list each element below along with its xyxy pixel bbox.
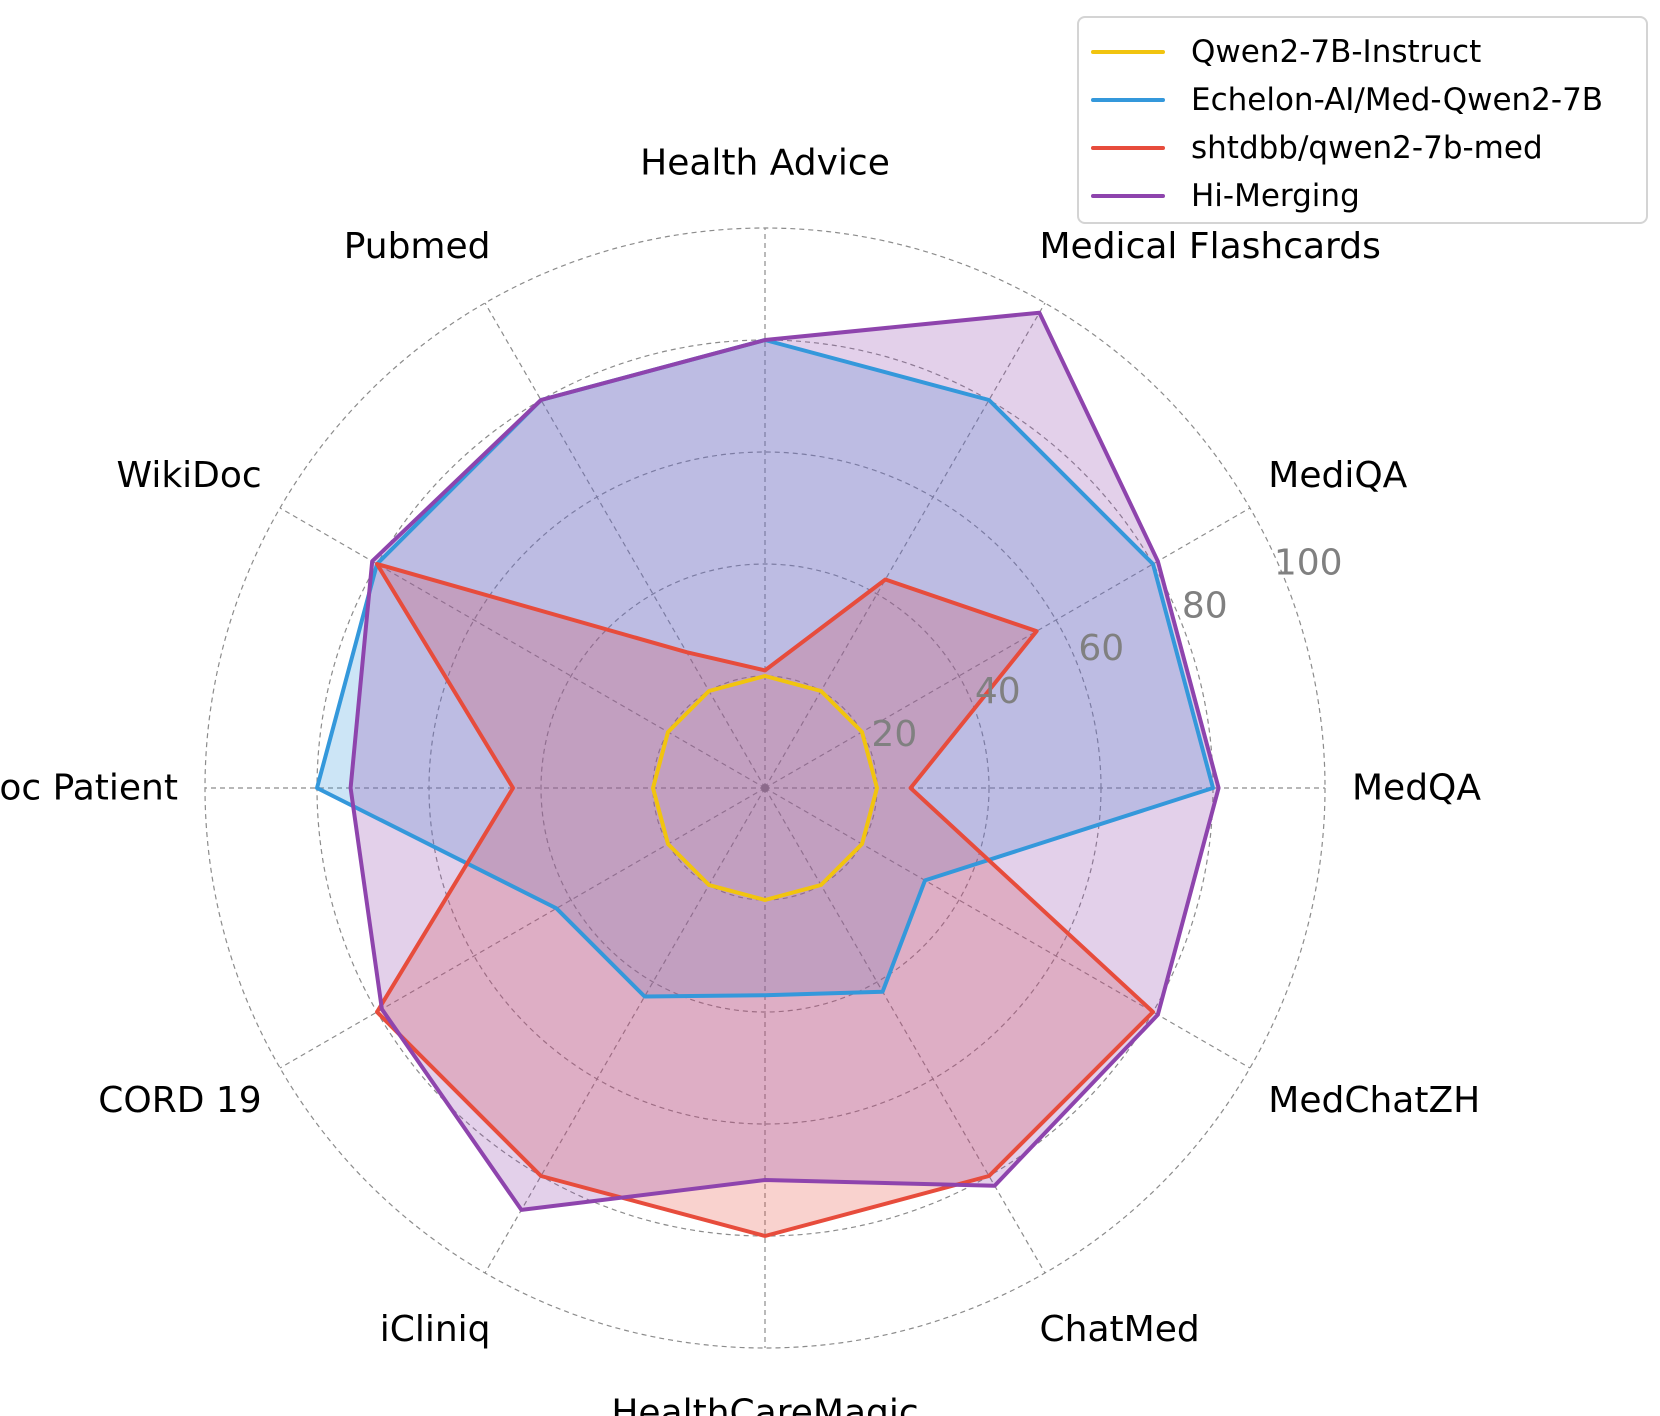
r-tick-label: 80 — [1182, 585, 1228, 626]
category-label: CORD 19 — [98, 1080, 261, 1121]
grid — [204, 227, 1326, 1349]
radial-tick-labels: 20 40 60 80 100 — [871, 542, 1342, 754]
grid-spoke — [764, 302, 1046, 789]
category-label: Pubmed — [344, 226, 491, 267]
grid-spoke — [279, 787, 766, 1069]
legend-label: shtdbb/qwen2-7b-med — [1191, 130, 1543, 166]
series-layer — [315, 310, 1221, 1238]
category-label: WikiDoc — [117, 455, 262, 496]
legend-swatch — [1091, 194, 1165, 198]
grid-spoke — [484, 787, 766, 1274]
r-tick-label: 60 — [1078, 628, 1124, 669]
legend-swatch — [1091, 146, 1165, 150]
series-fill-3 — [350, 312, 1219, 1210]
category-label: MedChatZH — [1268, 1080, 1480, 1121]
r-tick-label: 40 — [975, 671, 1021, 712]
grid-spoke — [764, 787, 1251, 1069]
grid-spoke — [279, 507, 766, 789]
category-label: Medical Flashcards — [1040, 226, 1381, 267]
center-dot — [761, 784, 769, 792]
r-tick-label: 100 — [1274, 542, 1343, 583]
legend-swatch — [1091, 98, 1165, 102]
grid-spoke — [764, 507, 1251, 789]
category-labels: MedQA MediQA Medical Flashcards Health Advi… — [0, 143, 1481, 1416]
r-tick-label: 20 — [871, 714, 917, 755]
category-label: iCliniq — [380, 1309, 491, 1350]
category-label: WikiDoc Patient — [0, 768, 178, 809]
legend-label: Qwen2-7B-Instruct — [1191, 34, 1482, 70]
category-label: MediQA — [1268, 455, 1407, 496]
grid-spoke — [764, 787, 1046, 1274]
grid-ring — [540, 563, 990, 1013]
category-label: Health Advice — [640, 143, 890, 184]
legend-swatch — [1091, 50, 1165, 54]
legend-item: Qwen2-7B-Instruct — [1091, 28, 1646, 76]
legend-label: Hi-Merging — [1191, 178, 1360, 214]
category-label: MedQA — [1352, 768, 1481, 809]
legend-item: shtdbb/qwen2-7b-med — [1091, 124, 1646, 172]
legend-item: Hi-Merging — [1091, 172, 1646, 220]
category-label: ChatMed — [1040, 1309, 1200, 1350]
category-label: HealthCareMagic — [611, 1393, 918, 1416]
legend-label: Echelon-AI/Med-Qwen2-7B — [1191, 82, 1604, 118]
legend-item: Echelon-AI/Med-Qwen2-7B — [1091, 76, 1646, 124]
grid-spoke — [484, 302, 766, 789]
